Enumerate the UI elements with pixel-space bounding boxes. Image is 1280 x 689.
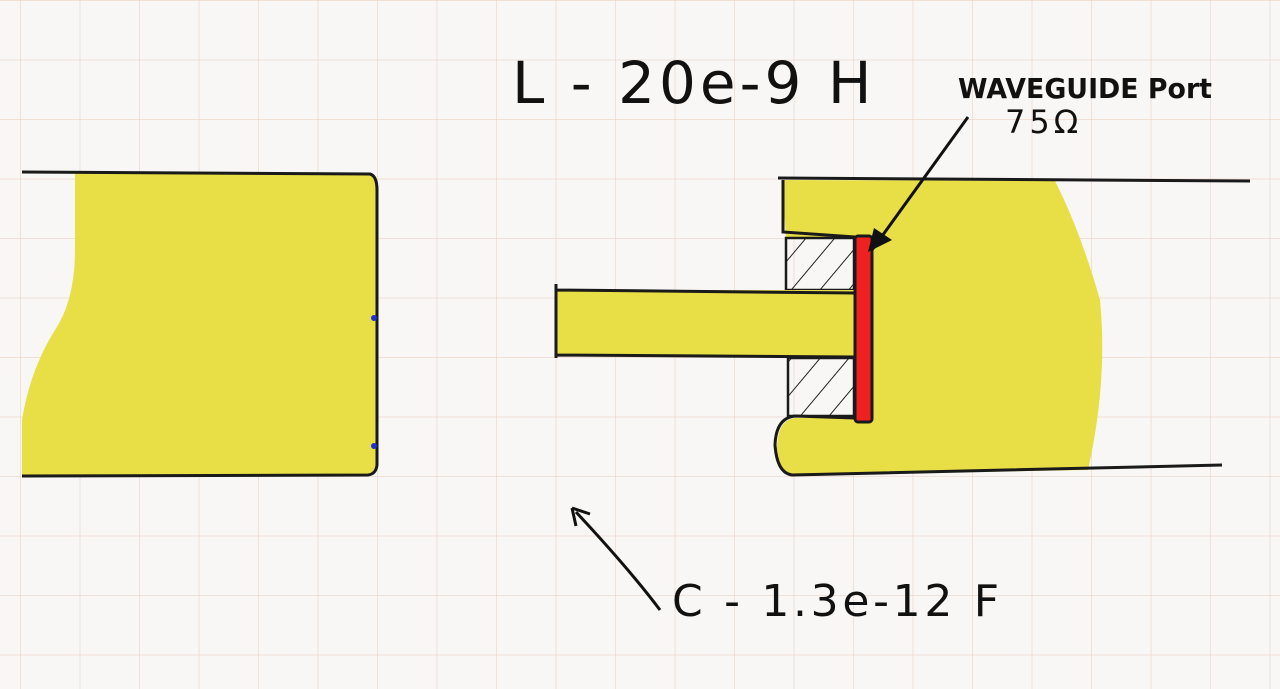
port-impedance-label: 75Ω (1005, 103, 1082, 141)
capacitance-label: C - 1.3e-12 F (672, 576, 1002, 627)
waveguide-port (853, 234, 874, 424)
center-conductor (554, 284, 856, 359)
port-name-label: WAVEGUIDE Port (958, 72, 1212, 105)
inductance-label: L - 20e-9 H (512, 49, 875, 117)
left-conductor (21, 170, 379, 478)
capacitance-arrow (570, 506, 662, 611)
port-arrow (868, 116, 970, 252)
